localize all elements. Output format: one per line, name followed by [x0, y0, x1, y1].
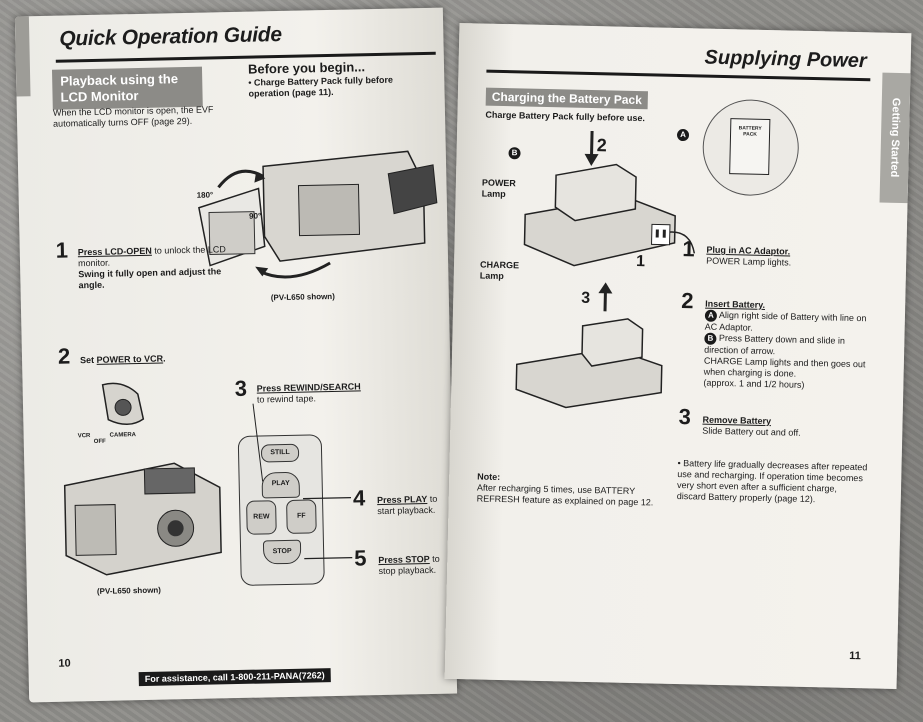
camcorder-lcd-illustration: [198, 150, 438, 279]
charger-illustration: [523, 130, 696, 267]
left-step-4-text: Press PLAY to start playback.: [377, 494, 447, 517]
label-a: A: [676, 128, 690, 142]
right-step-1-rest: POWER Lamp lights.: [706, 255, 792, 268]
charge-subheader: Charge Battery Pack fully before use.: [485, 109, 646, 124]
camcorder-bottom-illustration: [63, 462, 222, 576]
charging-section-header: Charging the Battery Pack: [485, 87, 649, 110]
left-page-number: 10: [58, 657, 71, 670]
figure-number-2: 2: [596, 135, 608, 156]
power-lamp-label: POWER Lamp: [481, 177, 517, 200]
right-step-3-text: Remove Battery Slide Battery out and off…: [702, 415, 862, 441]
getting-started-tab: Getting Started: [879, 72, 911, 204]
battery-removal-illustration: [515, 282, 663, 409]
right-step-2-a: Align right side of Battery with line on…: [704, 309, 867, 333]
right-step-2-text: Insert Battery. A Align right side of Ba…: [703, 299, 880, 393]
right-step-2-number: 2: [680, 288, 694, 314]
step-2-b-badge: B: [704, 332, 717, 345]
step-4-action: Press PLAY: [376, 494, 428, 506]
refresh-note: Note: After recharging 5 times, use BATT…: [477, 471, 658, 508]
label-b: B: [508, 147, 521, 160]
right-step-1-number: 1: [682, 236, 695, 262]
left-step-4-number: 4: [352, 485, 366, 511]
battery-life-bullet: • Battery life gradually decreases after…: [676, 458, 868, 505]
figure-number-1: 1: [635, 253, 646, 271]
right-page-number: 11: [849, 649, 862, 663]
right-page: Supplying Power Getting Started Charging…: [444, 22, 912, 690]
battery-pack-label: BATTERY PACK: [729, 118, 771, 176]
battery-inset: BATTERY PACK: [701, 98, 800, 197]
right-step-2-b: Press Battery down and slide in directio…: [704, 332, 846, 357]
power-switch-illustration: [101, 382, 145, 426]
step-2-a-badge: A: [704, 309, 718, 322]
step-5-action: Press STOP: [378, 553, 430, 566]
note-text: After recharging 5 times, use BATTERY RE…: [476, 482, 654, 508]
right-step-3-number: 3: [678, 404, 692, 430]
right-step-1-text: Plug in AC Adaptor. POWER Lamp lights.: [706, 245, 856, 270]
supplying-power-title: Supplying Power: [704, 46, 867, 73]
callout-lines: [252, 403, 353, 560]
left-page: Quick Operation Guide Playback using the…: [14, 7, 458, 703]
charge-lamp-label: CHARGE Lamp: [479, 259, 520, 282]
ac-outlet-icon: [651, 223, 671, 246]
label-b-badge: B: [508, 142, 521, 160]
label-a-badge: A: [676, 124, 690, 142]
left-step-5-number: 5: [354, 545, 367, 571]
right-step-3-rest: Slide Battery out and off.: [702, 425, 801, 438]
left-step-5-text: Press STOP to stop playback.: [378, 554, 448, 577]
